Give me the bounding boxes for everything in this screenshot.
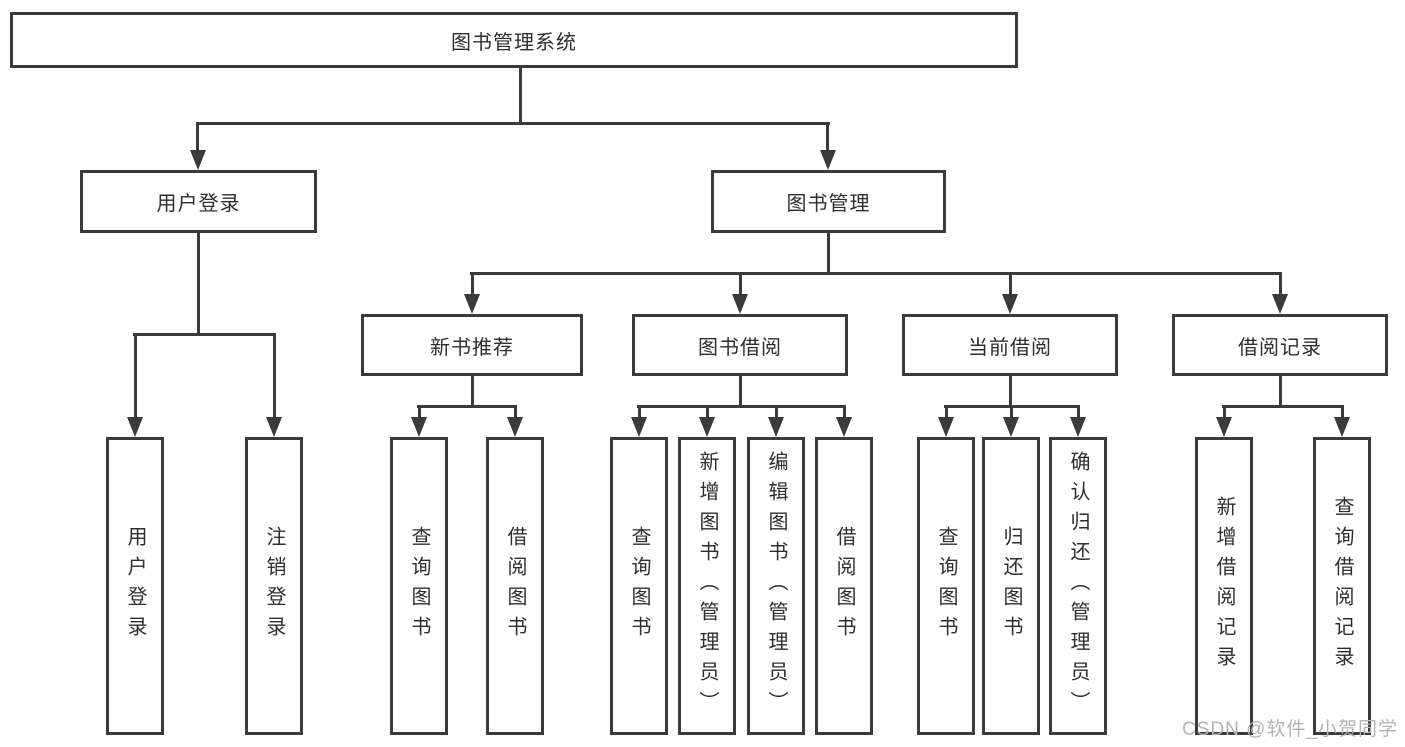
connector-line: [196, 122, 199, 152]
csdn-watermark: CSDN @软件_小贺同学: [1182, 719, 1398, 740]
leaf-borrow-query-books: 查询图书: [610, 437, 668, 735]
arrowhead-icon: [1002, 294, 1018, 314]
arrowhead-icon: [820, 150, 836, 170]
connector-line: [519, 68, 522, 122]
leaf-current-confirm-return-admin-label: 确认归还（管理员）: [1067, 451, 1089, 721]
connector-line: [638, 405, 641, 419]
connector-line: [197, 233, 200, 333]
node-root-label: 图书管理系统: [451, 31, 577, 54]
leaf-recommend-query-books-label: 查询图书: [408, 526, 430, 646]
leaf-current-return-books: 归还图书: [982, 437, 1040, 735]
connector-line: [133, 333, 276, 336]
connector-line: [739, 272, 742, 296]
node-new-book-recommend-label: 新书推荐: [430, 336, 514, 359]
node-borrow-record: 借阅记录: [1172, 314, 1388, 376]
arrowhead-icon: [411, 417, 427, 437]
node-book-borrow: 图书借阅: [632, 314, 848, 376]
node-borrow-record-label: 借阅记录: [1238, 336, 1322, 359]
leaf-current-query-books: 查询图书: [917, 437, 975, 735]
leaf-borrow-borrow-books-label: 借阅图书: [833, 526, 855, 646]
connector-line: [1279, 376, 1282, 405]
connector-line: [273, 333, 276, 419]
leaf-recommend-borrow-books: 借阅图书: [486, 437, 544, 735]
leaf-borrow-query-books-label: 查询图书: [628, 526, 650, 646]
arrowhead-icon: [938, 417, 954, 437]
node-current-borrow-label: 当前借阅: [968, 336, 1052, 359]
node-user-login-label: 用户登录: [156, 193, 241, 215]
connector-line: [1077, 405, 1080, 419]
arrowhead-icon: [464, 294, 480, 314]
leaf-record-add-borrow-record: 新增借阅记录: [1195, 437, 1253, 735]
connector-line: [826, 122, 829, 152]
connector-line: [827, 233, 830, 272]
leaf-record-add-borrow-record-label: 新增借阅记录: [1213, 496, 1235, 676]
arrowhead-icon: [699, 417, 715, 437]
arrowhead-icon: [127, 417, 143, 437]
connector-line: [945, 405, 948, 419]
leaf-user-login-label: 用户登录: [124, 526, 146, 646]
connector-line: [1222, 405, 1344, 408]
connector-line: [706, 405, 709, 419]
arrowhead-icon: [1334, 417, 1350, 437]
arrowhead-icon: [1070, 417, 1086, 437]
connector-line: [739, 376, 742, 405]
node-current-borrow: 当前借阅: [902, 314, 1118, 376]
arrowhead-icon: [732, 294, 748, 314]
connector-line: [471, 376, 474, 405]
node-book-borrow-label: 图书借阅: [698, 336, 782, 359]
node-new-book-recommend: 新书推荐: [361, 314, 583, 376]
connector-line: [470, 272, 1282, 275]
leaf-borrow-edit-books-admin-label: 编辑图书（管理员）: [765, 451, 787, 721]
leaf-current-query-books-label: 查询图书: [935, 526, 957, 646]
connector-line: [134, 333, 137, 419]
arrowhead-icon: [768, 417, 784, 437]
connector-line: [637, 405, 846, 408]
leaf-logout: 注销登录: [245, 437, 303, 735]
arrowhead-icon: [507, 417, 523, 437]
connector-line: [1009, 376, 1012, 405]
leaf-record-query-borrow-record-label: 查询借阅记录: [1331, 496, 1353, 676]
connector-line: [775, 405, 778, 419]
connector-line: [471, 272, 474, 296]
node-user-login: 用户登录: [80, 170, 317, 233]
leaf-borrow-add-books-admin-label: 新增图书（管理员）: [696, 451, 718, 721]
leaf-recommend-query-books: 查询图书: [390, 437, 448, 735]
arrowhead-icon: [836, 417, 852, 437]
node-book-management: 图书管理: [711, 170, 946, 233]
connector-line: [1009, 272, 1012, 296]
arrowhead-icon: [1272, 294, 1288, 314]
connector-line: [514, 405, 517, 419]
leaf-current-return-books-label: 归还图书: [1000, 526, 1022, 646]
connector-line: [1341, 405, 1344, 419]
leaf-borrow-edit-books-admin: 编辑图书（管理员）: [747, 437, 805, 735]
node-book-management-label: 图书管理: [786, 193, 871, 215]
arrowhead-icon: [266, 417, 282, 437]
connector-line: [417, 405, 517, 408]
connector-line: [197, 122, 830, 125]
connector-line: [843, 405, 846, 419]
leaf-logout-label: 注销登录: [263, 526, 285, 646]
arrowhead-icon: [631, 417, 647, 437]
connector-line: [1279, 272, 1282, 296]
arrowhead-icon: [1216, 417, 1232, 437]
leaf-borrow-add-books-admin: 新增图书（管理员）: [678, 437, 736, 735]
leaf-user-login: 用户登录: [106, 437, 164, 735]
arrowhead-icon: [190, 150, 206, 170]
node-root: 图书管理系统: [10, 12, 1018, 68]
leaf-recommend-borrow-books-label: 借阅图书: [504, 526, 526, 646]
connector-line: [1010, 405, 1013, 419]
leaf-current-confirm-return-admin: 确认归还（管理员）: [1049, 437, 1107, 735]
connector-line: [418, 405, 421, 419]
leaf-record-query-borrow-record: 查询借阅记录: [1313, 437, 1371, 735]
connector-line: [1223, 405, 1226, 419]
leaf-borrow-borrow-books: 借阅图书: [815, 437, 873, 735]
arrowhead-icon: [1003, 417, 1019, 437]
